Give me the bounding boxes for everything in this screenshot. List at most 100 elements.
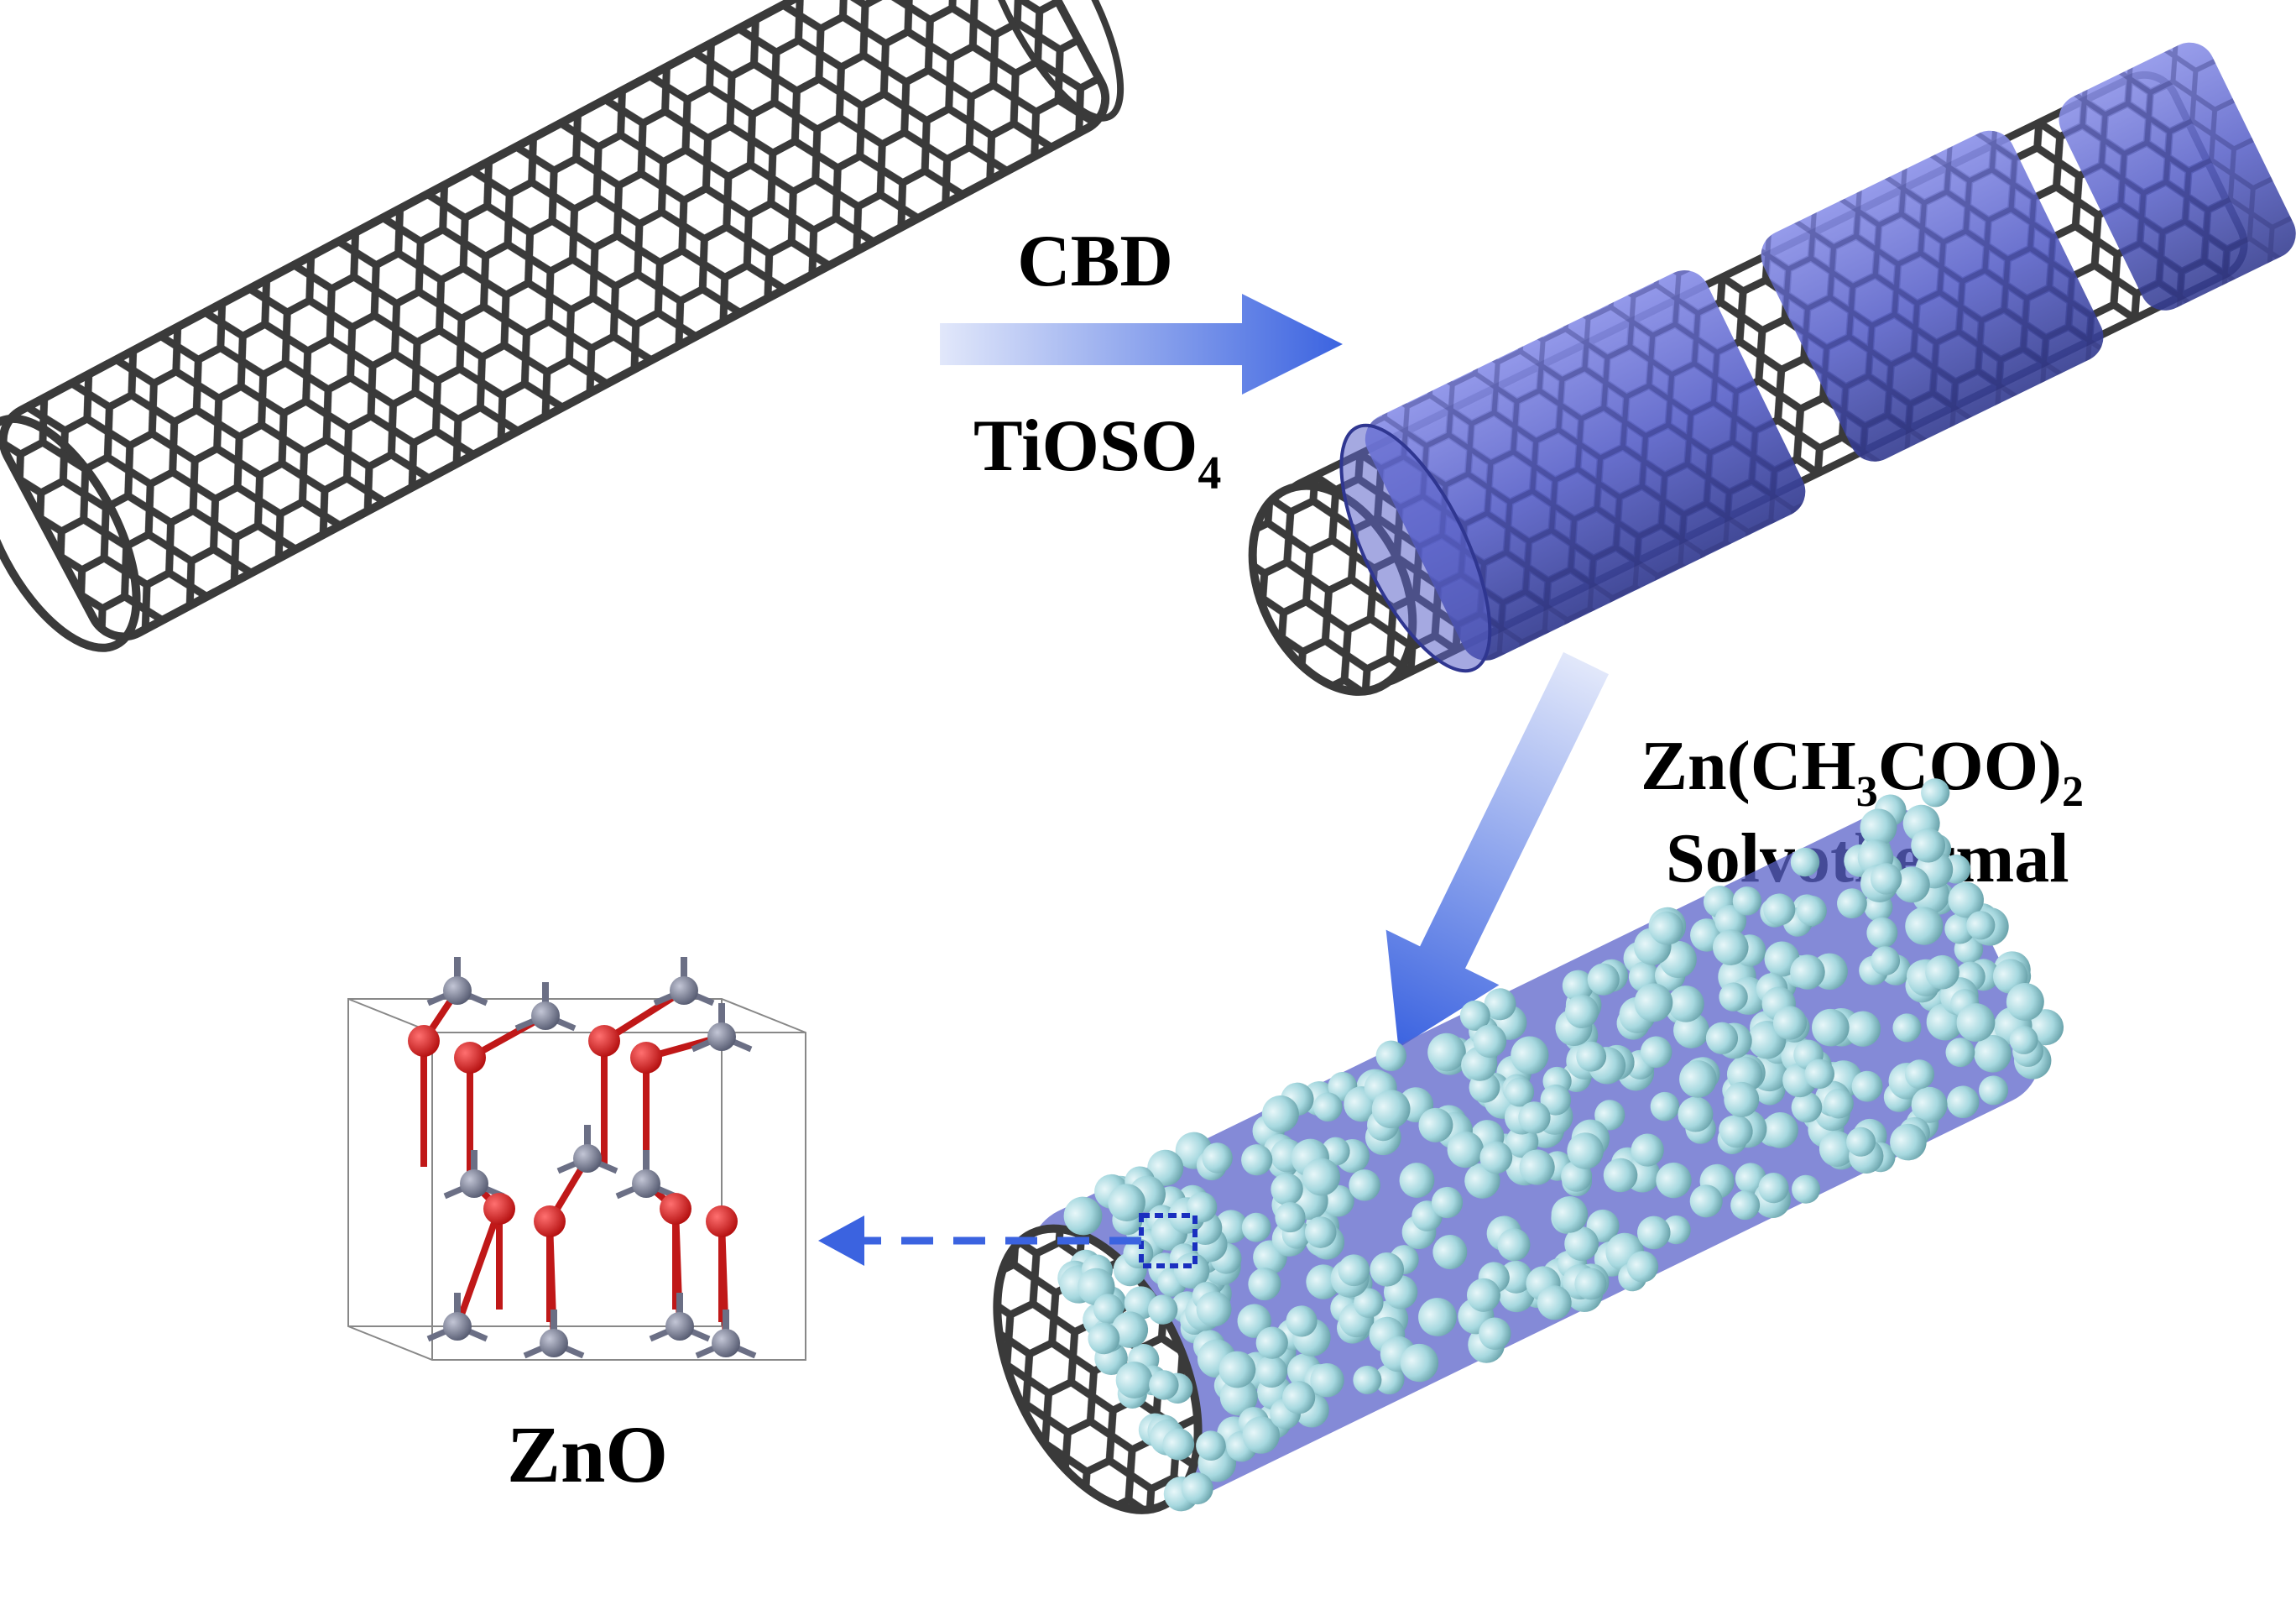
zno-particle bbox=[1427, 1033, 1466, 1072]
zno-particle bbox=[1866, 917, 1898, 949]
zno-particle bbox=[1282, 1381, 1316, 1414]
zno-particle bbox=[1241, 1144, 1273, 1176]
zno-particle bbox=[1819, 1131, 1855, 1167]
zno-particle bbox=[1574, 1268, 1607, 1300]
zno-particle bbox=[1689, 1184, 1723, 1218]
zno-particle bbox=[1979, 1075, 2009, 1106]
zno-particle bbox=[1219, 1378, 1258, 1416]
crystal-label: ZnO bbox=[507, 1409, 668, 1499]
zno-particle bbox=[2006, 982, 2044, 1021]
zno-particle bbox=[1399, 1163, 1435, 1198]
zno-particle bbox=[1181, 1472, 1213, 1505]
zno-particle bbox=[1063, 1196, 1103, 1236]
zno-particle bbox=[1093, 1294, 1124, 1325]
zno-particle bbox=[1459, 1000, 1490, 1031]
zn-atom bbox=[665, 1312, 694, 1341]
zn-atom bbox=[443, 1312, 472, 1341]
zno-particle bbox=[1349, 1169, 1380, 1201]
zno-particle bbox=[1678, 1096, 1714, 1132]
zno-particle bbox=[1505, 1125, 1539, 1158]
zn-atom bbox=[460, 1169, 488, 1198]
bare-carbon-nanotube bbox=[0, 0, 1125, 652]
o-atom bbox=[588, 1025, 620, 1057]
zn-atom bbox=[531, 1001, 560, 1030]
zno-particle bbox=[1540, 1084, 1572, 1116]
step2-label-precursor: Zn(CH3COO)2 bbox=[1641, 727, 2084, 816]
zno-particle bbox=[1479, 1141, 1513, 1174]
zno-particle bbox=[1679, 1060, 1717, 1098]
zno-particle bbox=[1650, 1091, 1680, 1121]
o-atom bbox=[408, 1025, 440, 1057]
zno-particle bbox=[1719, 1115, 1753, 1148]
zno-particle bbox=[1796, 896, 1827, 927]
zno-particle bbox=[1418, 1298, 1457, 1336]
zno-particle bbox=[1123, 1238, 1154, 1269]
zno-particle bbox=[1338, 1254, 1370, 1287]
zno-particle bbox=[1719, 982, 1748, 1012]
zno-particle bbox=[1473, 1024, 1507, 1059]
zn-atom bbox=[670, 976, 698, 1005]
zno-particle bbox=[1667, 985, 1704, 1022]
zno-particle bbox=[1375, 1040, 1406, 1071]
zno-particle bbox=[1626, 1251, 1659, 1283]
zno-particle bbox=[1242, 1416, 1280, 1454]
o-atom bbox=[630, 1042, 662, 1074]
zno-particle bbox=[1400, 1343, 1439, 1383]
zno-particle bbox=[1650, 911, 1684, 945]
zno-particle bbox=[1905, 1059, 1935, 1090]
zno-particle bbox=[1893, 866, 1930, 903]
o-atom bbox=[660, 1193, 691, 1225]
zno-particle bbox=[2009, 1025, 2038, 1054]
zno-particle bbox=[1792, 1174, 1821, 1204]
zno-particle bbox=[1603, 1158, 1638, 1193]
zno-particle bbox=[1147, 1294, 1178, 1325]
zno-particle bbox=[1594, 1100, 1625, 1131]
zno-particle bbox=[1562, 970, 1594, 1001]
pointer-arrowhead bbox=[818, 1216, 864, 1266]
zno-particle bbox=[1956, 1003, 1996, 1042]
zno-particle bbox=[1248, 1268, 1281, 1301]
o-atom bbox=[483, 1193, 515, 1225]
zno-particle bbox=[1564, 1226, 1599, 1261]
zno-particle bbox=[1302, 1158, 1340, 1196]
zno-particle bbox=[1108, 1184, 1145, 1221]
zno-particle bbox=[1353, 1365, 1382, 1394]
zno-particle bbox=[1966, 911, 1996, 940]
zno-particle bbox=[1115, 1362, 1153, 1398]
zno-particle bbox=[1732, 886, 1762, 916]
zno-particle bbox=[1705, 1022, 1739, 1054]
zno-particle bbox=[1890, 1123, 1927, 1161]
zno-particle bbox=[1790, 954, 1825, 990]
zno-particle bbox=[1824, 1088, 1854, 1119]
zn-atom bbox=[712, 1329, 740, 1357]
zno-particle bbox=[1173, 1252, 1210, 1289]
tio2-coated-nanotube bbox=[1248, 42, 2296, 696]
zno-particle bbox=[1505, 1077, 1535, 1107]
zno-particle bbox=[1871, 946, 1901, 975]
zno-particle bbox=[1905, 907, 1944, 945]
zno-particle bbox=[1218, 1351, 1256, 1388]
zno-particle bbox=[1374, 1364, 1405, 1395]
zn-atom bbox=[573, 1144, 602, 1173]
zno-decorated-nanotube bbox=[993, 778, 2064, 1514]
step1-arrow bbox=[940, 294, 1343, 395]
zno-particle bbox=[1730, 1190, 1761, 1221]
zno-particle bbox=[1576, 1041, 1607, 1072]
zn-atom bbox=[632, 1169, 660, 1198]
zno-particle bbox=[1275, 1201, 1306, 1233]
zno-particle bbox=[1790, 847, 1820, 877]
zno-particle bbox=[1261, 1095, 1299, 1133]
zno-particle bbox=[1111, 1311, 1149, 1348]
zn-o-bond bbox=[454, 1207, 503, 1328]
zno-particle bbox=[1948, 881, 1985, 918]
o-atom bbox=[454, 1042, 486, 1074]
zno-particle bbox=[1313, 1092, 1343, 1122]
o-atom bbox=[706, 1205, 738, 1237]
zno-particle bbox=[1431, 1186, 1464, 1219]
zno-crystal-structure bbox=[347, 957, 806, 1361]
zno-particle bbox=[1418, 1107, 1453, 1142]
zno-particle bbox=[1271, 1173, 1303, 1205]
zno-particle bbox=[1371, 1090, 1411, 1129]
zno-particle bbox=[1837, 888, 1867, 919]
